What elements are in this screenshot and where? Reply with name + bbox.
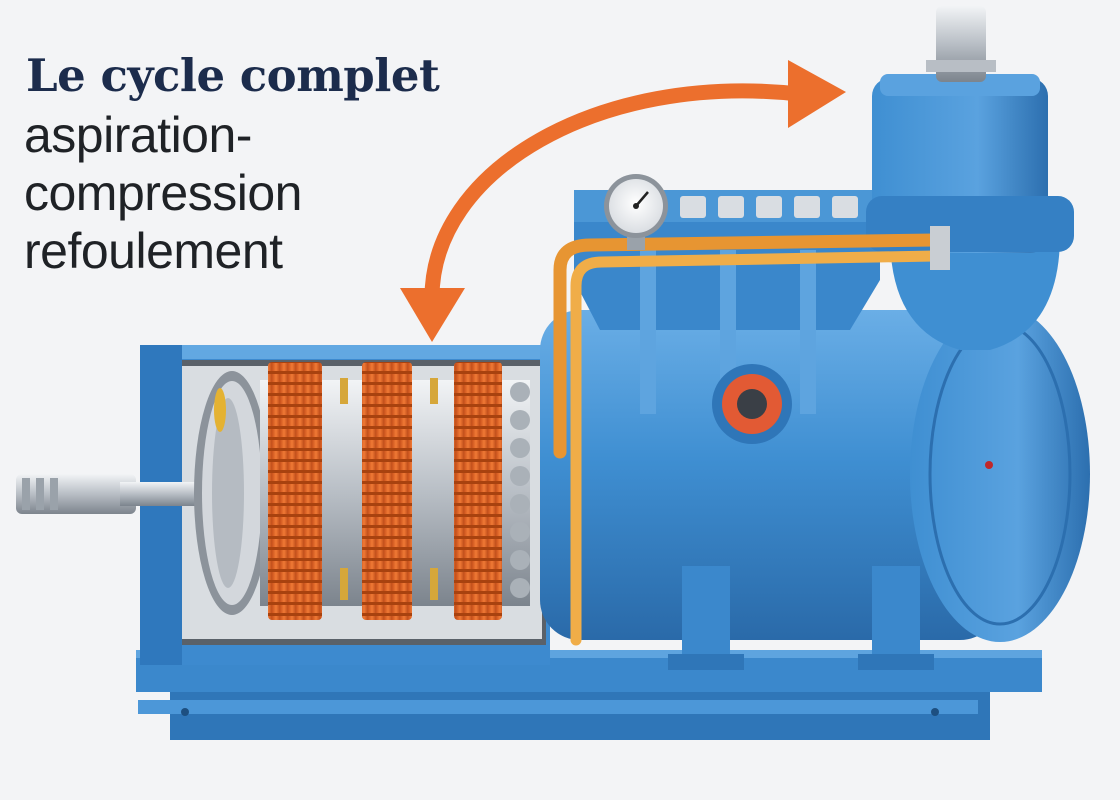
headline-title: Le cycle complet bbox=[26, 49, 440, 102]
ball-bearings bbox=[510, 382, 530, 598]
pipe-fitting bbox=[930, 226, 950, 270]
cycle-caption: aspiration- compression refoulement bbox=[24, 106, 302, 280]
caption-line-aspiration: aspiration- bbox=[24, 107, 252, 163]
sight-glass bbox=[712, 364, 792, 444]
caption-line-refoulement: refoulement bbox=[24, 223, 283, 279]
stator-windings bbox=[268, 362, 502, 620]
discharge-dome bbox=[866, 6, 1074, 350]
pressure-gauge-icon bbox=[604, 174, 668, 250]
caption-line-compression: compression bbox=[24, 165, 302, 221]
curved-double-arrow-icon bbox=[400, 60, 846, 342]
brass-terminals bbox=[340, 378, 438, 600]
tank-feet bbox=[668, 566, 934, 670]
refrigerant-pipes bbox=[553, 233, 942, 646]
bearing-disc bbox=[194, 371, 270, 615]
